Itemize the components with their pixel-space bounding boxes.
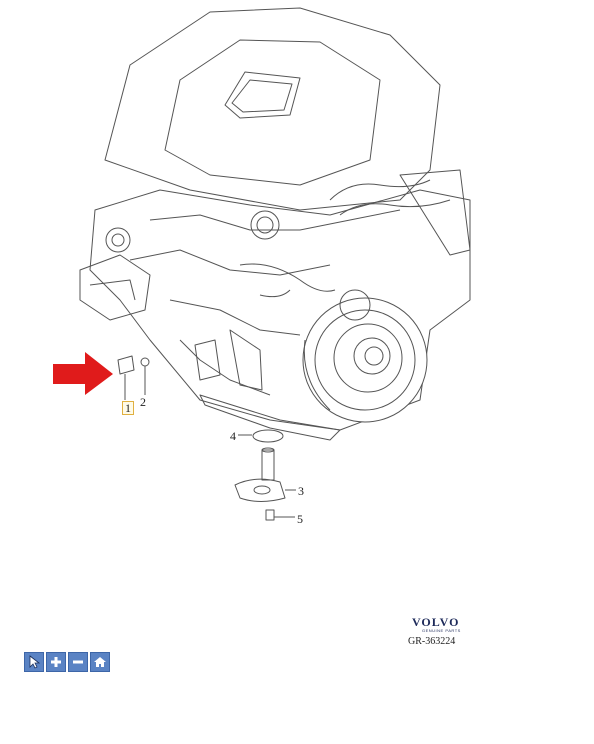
zoom-in-button[interactable] bbox=[46, 652, 66, 672]
callout-3: 3 bbox=[298, 484, 304, 498]
cursor-icon bbox=[29, 655, 40, 669]
home-icon bbox=[94, 657, 106, 667]
select-button[interactable] bbox=[24, 652, 44, 672]
callout-5: 5 bbox=[297, 512, 303, 526]
volvo-logo: VOLVO bbox=[412, 615, 460, 629]
logo-tagline: GENUINE PARTS bbox=[422, 628, 461, 633]
diagram-reference: GR-363224 bbox=[408, 636, 456, 647]
home-button[interactable] bbox=[90, 652, 110, 672]
callout-2: 2 bbox=[140, 395, 146, 409]
engine-exploded-diagram bbox=[53, 7, 471, 521]
toolbar bbox=[24, 652, 110, 672]
callout-1[interactable]: 1 bbox=[122, 401, 134, 415]
callout-4: 4 bbox=[230, 429, 236, 443]
zoom-in-icon bbox=[51, 657, 61, 667]
zoom-out-button[interactable] bbox=[68, 652, 88, 672]
red-arrow-icon bbox=[53, 352, 113, 395]
zoom-out-icon bbox=[73, 660, 83, 664]
